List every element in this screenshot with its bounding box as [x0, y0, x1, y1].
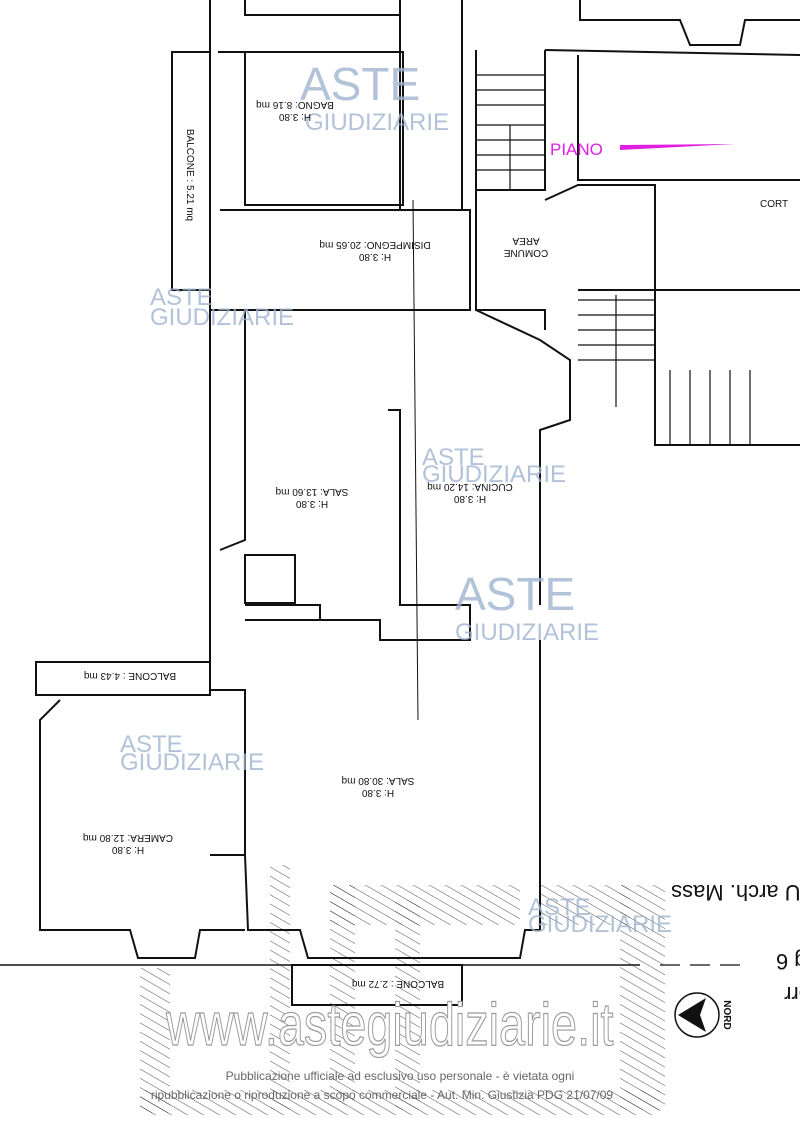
watermark-giudiziarie: GIUDIZIARIE [150, 304, 294, 331]
area-comune-line1: COMUNE [503, 247, 548, 258]
fg-label: Fg 6 [776, 949, 800, 974]
cucina-label: CUCINA: 14.20 mq [427, 481, 513, 492]
camera-label: CAMERA: 12.80 mq [83, 832, 173, 843]
cucina-height: H: 3.80 [453, 493, 486, 504]
piano-label: PIANO [550, 140, 603, 159]
notice-line2: ripubblicazione o riproduzione a scopo c… [151, 1088, 614, 1102]
balcone-left-label: BALCONE : 4.43 mq [84, 670, 176, 681]
watermark-giudiziarie: GIUDIZIARIE [120, 749, 264, 776]
piano-arrow [620, 144, 735, 150]
watermark-giudiziarie: GIUDIZIARIE [305, 109, 449, 136]
watermark-aste: ASTE [120, 731, 183, 758]
watermark-url-layer: www.astegiudiziarie.it [165, 990, 615, 1060]
torr-label: Torr [784, 982, 800, 1007]
cortile-label: CORT [760, 199, 788, 210]
watermark-giudiziarie: GIUDIZIARIE [528, 911, 672, 938]
watermark-aste: ASTE [300, 58, 420, 110]
watermark-giudiziarie: GIUDIZIARIE [455, 619, 599, 646]
ctu-label: CTU arch. Mass [671, 880, 800, 905]
balcone-side-label: BALCONE : 5.21 mq [184, 129, 195, 221]
title-block: CTU arch. Mass Fg 6 Torr NORD [671, 880, 800, 1038]
watermarks: ASTE GIUDIZIARIE ASTE GIUDIZIARIE ASTE G… [120, 58, 672, 938]
watermark-url: www.astegiudiziarie.it [166, 990, 614, 1058]
watermark-aste: ASTE [455, 568, 575, 620]
sala-small-label: SALA: 13.60 mq [276, 486, 349, 497]
sala-small-height: H: 3.80 [295, 498, 328, 509]
sala-large-height: H: 3.80 [361, 787, 394, 798]
watermark-giudiziarie: GIUDIZIARIE [422, 461, 566, 488]
stairs [0, 74, 751, 966]
watermark-aste: ASTE [422, 444, 485, 471]
balcone-bottom-label: BALCONE : 2.72 mq [352, 978, 444, 989]
camera-height: H: 3.80 [111, 844, 144, 855]
walls [35, 0, 800, 1006]
notice-line1: Pubblicazione ufficiale ad esclusivo uso… [226, 1069, 575, 1083]
nord-label: NORD [721, 1000, 732, 1029]
disimpegno-label: DISIMPEGNO: 20.65 mq [319, 239, 430, 250]
disimpegno-height: H: 3.80 [358, 251, 391, 262]
watermark-aste: ASTE [150, 284, 213, 311]
watermark-aste: ASTE [528, 894, 591, 921]
north-arrow-icon [678, 998, 706, 1032]
bagno-height: H: 3.80 [278, 111, 311, 122]
area-comune-line2: AREA [512, 235, 540, 246]
sala-large-label: SALA: 30.80 mq [342, 775, 415, 786]
north-compass-icon [674, 992, 720, 1038]
bagno-label: BAGNO: 8.16 mq [256, 99, 334, 110]
